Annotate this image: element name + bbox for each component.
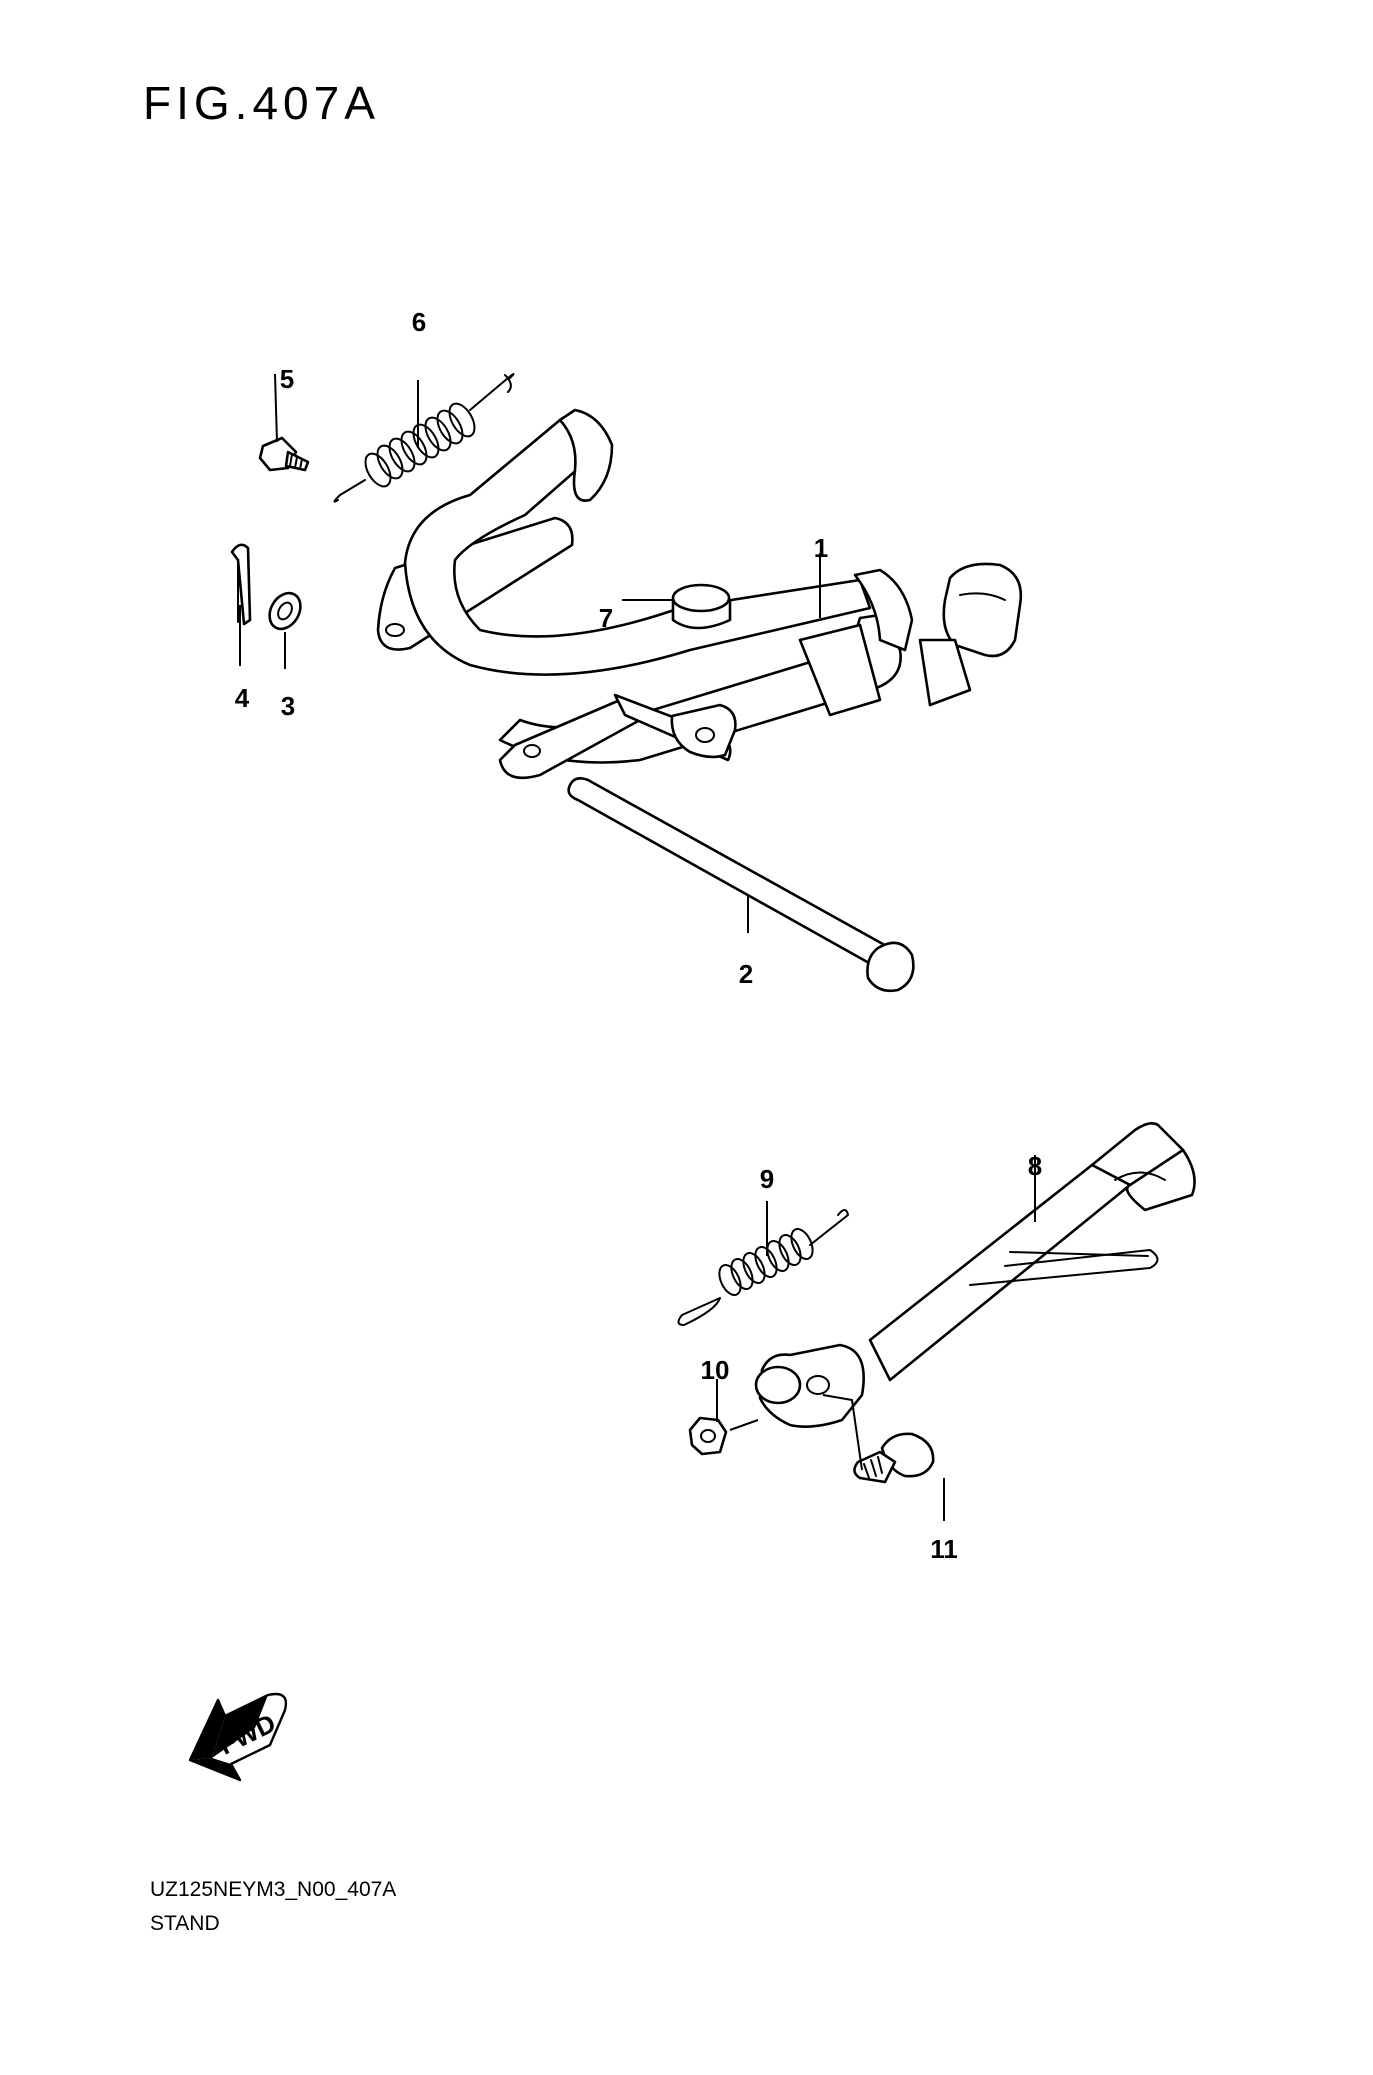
callout-9: 9 (760, 1164, 774, 1194)
callout-1: 1 (814, 533, 828, 563)
stopper-part[interactable] (671, 583, 732, 630)
callout-11: 11 (930, 1534, 958, 1564)
bolt-part[interactable] (258, 436, 310, 472)
callout-2: 2 (739, 959, 753, 989)
callout-8: 8 (1028, 1151, 1042, 1181)
footer-name: STAND (150, 1912, 220, 1935)
callout-7: 7 (599, 603, 613, 633)
footer-code: UZ125NEYM3_N00_407A (150, 1878, 397, 1901)
callout-6: 6 (412, 307, 426, 337)
callout-4: 4 (235, 683, 250, 713)
nut-part[interactable] (688, 1416, 759, 1456)
callout-3: 3 (281, 691, 295, 721)
figure-title: FIG.407A (143, 77, 380, 129)
side-stand-spring-part[interactable] (677, 1209, 849, 1326)
side-stand-part[interactable] (754, 1122, 1196, 1428)
callout-5: 5 (280, 364, 294, 394)
center-stand-part[interactable] (376, 408, 1023, 780)
side-stand-bolt-part[interactable] (822, 1394, 935, 1484)
cotter-pin-part[interactable] (230, 543, 252, 626)
washer-part[interactable] (263, 588, 306, 635)
forward-arrow-icon: FWD (188, 1692, 288, 1782)
center-stand-spring-part[interactable] (333, 373, 515, 503)
stand-shaft-part[interactable] (567, 777, 915, 993)
callout-10: 10 (701, 1355, 730, 1385)
